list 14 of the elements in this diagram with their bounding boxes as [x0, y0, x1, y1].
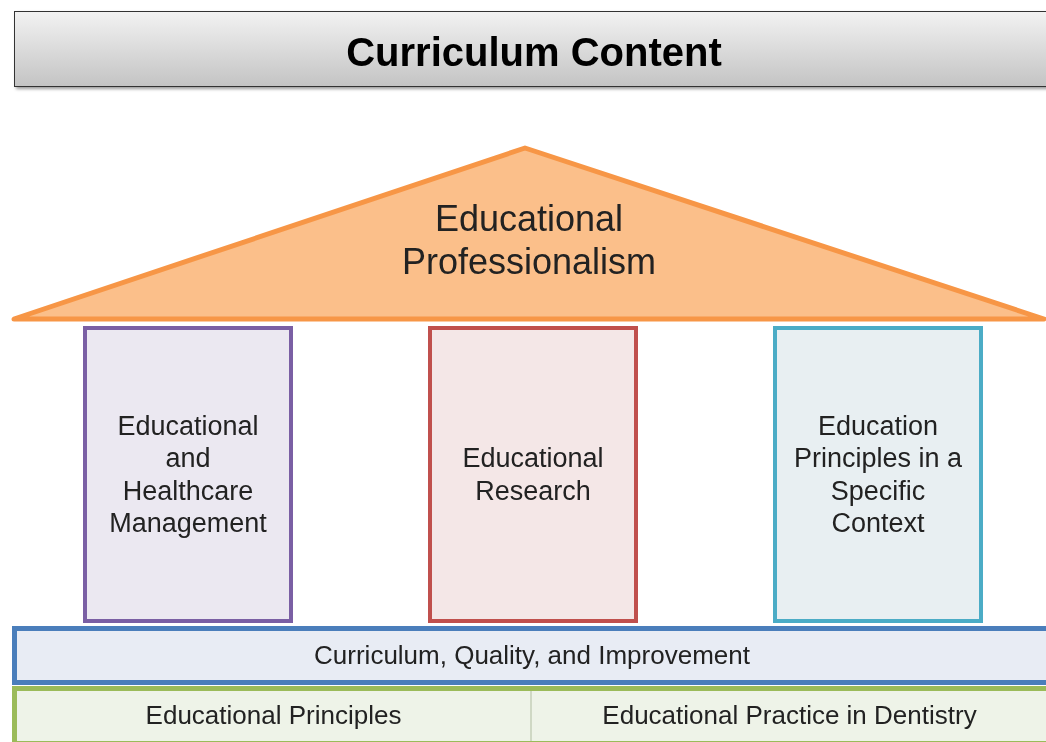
node-label: Education Principles in a Specific Context — [793, 409, 963, 540]
node-label: Educational Principles — [145, 700, 402, 732]
label-box — [12, 626, 1046, 685]
label-box — [773, 326, 983, 623]
roof-triangle — [12, 145, 1046, 323]
node-label: Educational Research — [461, 442, 605, 507]
node-label: Educational and Healthcare Management — [108, 409, 268, 540]
label-box — [428, 326, 638, 623]
title: Curriculum Content — [345, 30, 723, 75]
node-label: Educational Practice in Dentistry — [602, 700, 977, 732]
base-box — [12, 686, 1046, 742]
label-box — [83, 326, 293, 623]
node-label: Curriculum, Quality, and Improvement — [314, 639, 750, 672]
node-label: Educational Professionalism — [400, 196, 658, 284]
